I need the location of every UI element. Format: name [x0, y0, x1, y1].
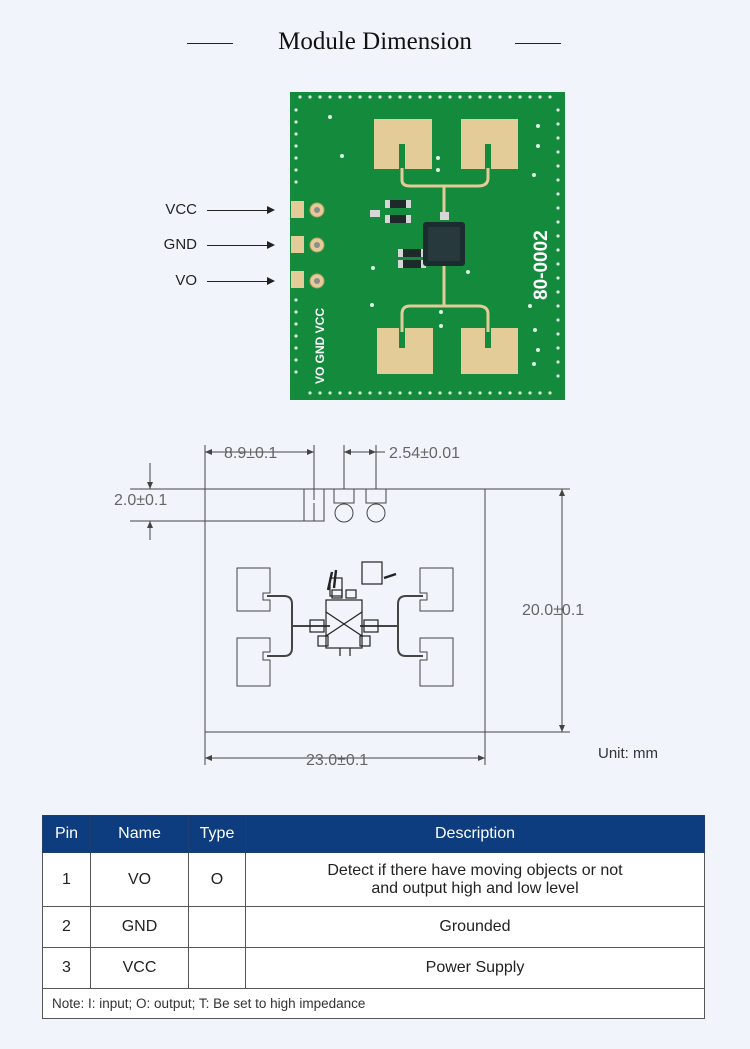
arrow-vo	[207, 281, 267, 282]
table-note-row: Note: I: input; O: output; T: Be set to …	[42, 988, 705, 1019]
cell-description: Detect if there have moving objects or n…	[245, 852, 705, 907]
pin-label-vo: VO	[175, 272, 197, 289]
dim-height: 20.0±0.1	[522, 602, 584, 619]
pin-label-vcc: VCC	[165, 201, 197, 218]
page-title: Module Dimension	[278, 28, 472, 55]
arrow-head-vcc	[267, 206, 275, 214]
cell-type: O	[188, 852, 246, 907]
description-line: Detect if there have moving objects or n…	[327, 861, 623, 879]
table-note: Note: I: input; O: output; T: Be set to …	[42, 988, 705, 1019]
cell-type	[188, 947, 246, 989]
cell-pin: 2	[42, 906, 91, 948]
header-name: Name	[90, 815, 189, 853]
dim-pin-pitch: 2.54±0.01	[389, 445, 460, 462]
cell-description: Grounded	[245, 906, 705, 948]
cell-pin: 3	[42, 947, 91, 989]
table-row: 3 VCC Power Supply	[42, 947, 705, 989]
table-row: 2 GND Grounded	[42, 906, 705, 948]
dim-pin-pad: 2.0±0.1	[114, 492, 167, 509]
title-rule-right	[515, 43, 561, 44]
board-silkscreen-pins: VO GND VCC	[313, 308, 327, 384]
cell-type	[188, 906, 246, 948]
header-type: Type	[188, 815, 246, 853]
pin-label-gnd: GND	[163, 236, 197, 253]
arrow-vcc	[207, 210, 267, 211]
cell-name: GND	[90, 906, 189, 948]
dim-width: 23.0±0.1	[306, 752, 368, 769]
cell-name: VO	[90, 852, 189, 907]
header-pin: Pin	[42, 815, 91, 853]
title-rule-left	[187, 43, 233, 44]
cell-description: Power Supply	[245, 947, 705, 989]
arrow-head-vo	[267, 277, 275, 285]
arrow-head-gnd	[267, 241, 275, 249]
cell-name: VCC	[90, 947, 189, 989]
dim-pin-offset: 8.9±0.1	[224, 445, 277, 462]
pin-table: Pin Name Type Description 1 VO O Detect …	[42, 815, 705, 1019]
arrow-gnd	[207, 245, 267, 246]
board-silkscreen-code: 80-0002	[531, 230, 552, 300]
unit-label: Unit: mm	[598, 745, 658, 762]
header-description: Description	[245, 815, 705, 853]
description-line: and output high and low level	[371, 879, 579, 897]
table-row: 1 VO O Detect if there have moving objec…	[42, 852, 705, 907]
cell-pin: 1	[42, 852, 91, 907]
